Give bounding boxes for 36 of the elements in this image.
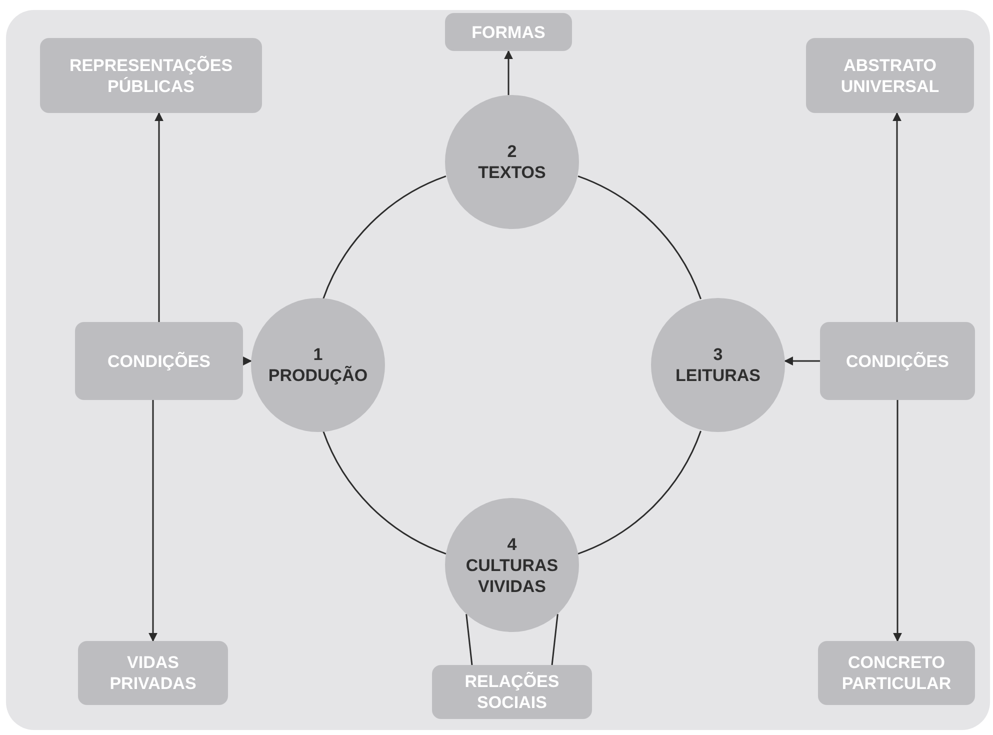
concept-box <box>806 38 974 113</box>
box-label: VIDAS PRIVADAS <box>108 652 198 694</box>
stage-number: 4 <box>507 534 517 554</box>
stage-label: TEXTOS <box>478 162 546 183</box>
concept-box <box>818 641 975 705</box>
box-label: CONCRETO PARTICULAR <box>840 652 952 694</box>
stage-label: PRODUÇÃO <box>268 365 368 386</box>
stage-label: CULTURAS VIVIDAS <box>464 554 560 596</box>
connector-line <box>322 430 446 554</box>
arrow <box>784 356 820 366</box>
box-label: RELAÇÕES SOCIAIS <box>464 671 560 713</box>
connector-line <box>578 176 702 300</box>
concept-box <box>78 641 228 705</box>
concept-box <box>432 665 592 719</box>
arrow <box>504 50 513 96</box>
stage-number: 1 <box>313 344 323 365</box>
arrow <box>892 112 902 322</box>
stage-number: 2 <box>507 141 517 162</box>
connector-line <box>322 176 446 300</box>
box-label: FORMAS <box>472 22 546 42</box>
box-label: CONDIÇÕES <box>108 350 210 372</box>
arrow <box>243 356 252 366</box>
concept-box <box>40 38 262 113</box>
box-label: ABSTRATO UNIVERSAL <box>840 54 940 96</box>
concept-box <box>820 322 975 400</box>
connector-line <box>551 614 558 666</box>
connector-line <box>466 614 473 666</box>
box-label: CONDIÇÕES <box>846 350 949 372</box>
concept-box <box>75 322 243 400</box>
arrow <box>148 400 158 642</box>
box-label: REPRESENTAÇÕES PÚBLICAS <box>68 54 234 96</box>
stage-number: 3 <box>713 344 723 365</box>
stage-label: LEITURAS <box>676 365 760 386</box>
concept-box <box>445 13 572 51</box>
arrow <box>154 112 164 322</box>
arrow <box>893 400 902 642</box>
